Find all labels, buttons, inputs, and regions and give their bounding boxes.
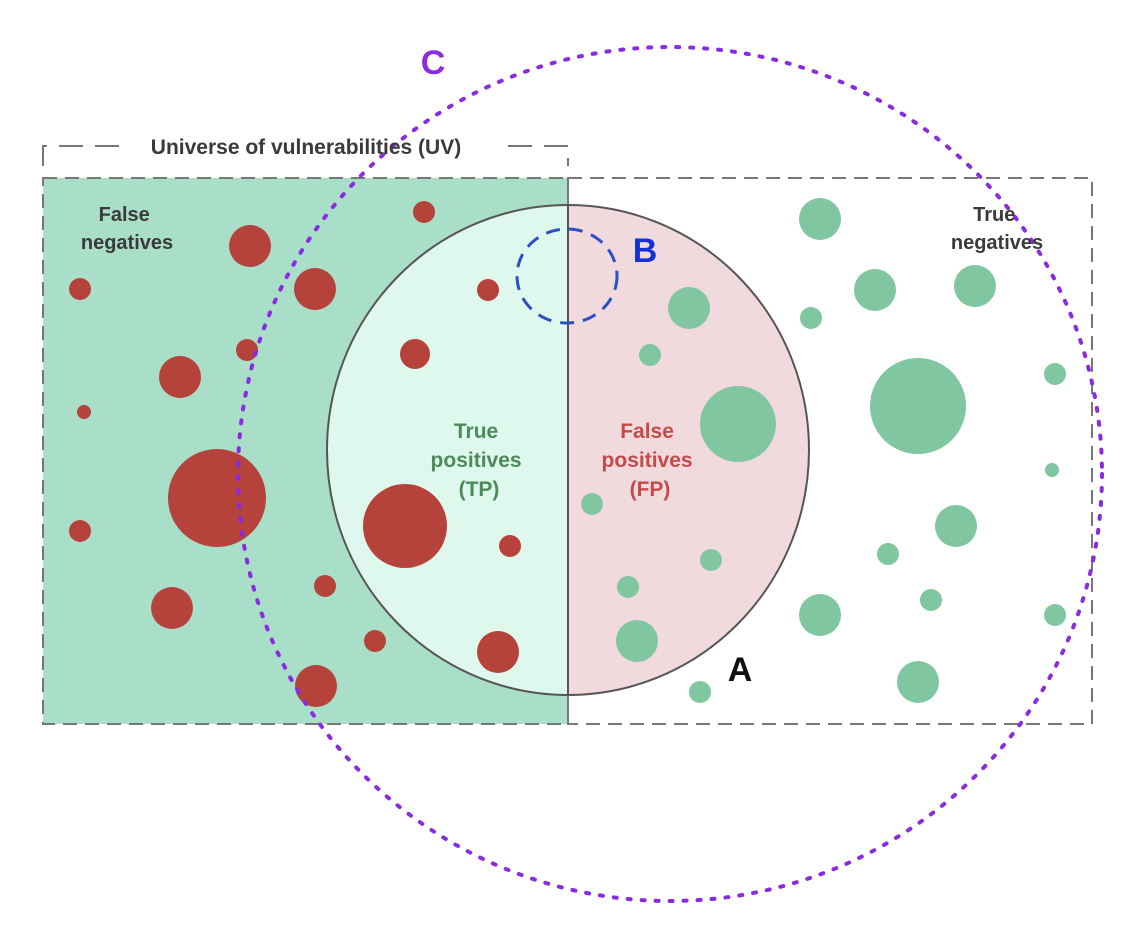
red-dot <box>400 339 430 369</box>
marker-b: B <box>633 232 658 270</box>
red-dot <box>159 356 201 398</box>
green-dot <box>1045 463 1059 477</box>
green-dot <box>897 661 939 703</box>
false-negatives-label: False negatives <box>81 204 173 254</box>
red-dot <box>499 535 521 557</box>
red-dot <box>236 339 258 361</box>
red-dot <box>168 449 266 547</box>
green-dot <box>639 344 661 366</box>
green-dot <box>668 287 710 329</box>
red-dot <box>69 278 91 300</box>
red-dot <box>295 665 337 707</box>
true-positives-half <box>327 205 568 695</box>
green-dot <box>700 549 722 571</box>
true-negatives-box <box>567 177 1093 725</box>
false-positives-label: False positives (FP) <box>602 420 699 501</box>
green-dot <box>1044 363 1066 385</box>
red-dot <box>477 279 499 301</box>
circle-b <box>515 227 619 325</box>
green-dot <box>877 543 899 565</box>
green-dot <box>689 681 711 703</box>
marker-c: C <box>421 44 446 82</box>
circle-c <box>236 45 1104 903</box>
red-dot <box>294 268 336 310</box>
green-dot <box>870 358 966 454</box>
green-dot <box>800 307 822 329</box>
green-dot <box>935 505 977 547</box>
green-dot <box>616 620 658 662</box>
green-dot <box>700 386 776 462</box>
green-dot <box>799 198 841 240</box>
red-dot <box>77 405 91 419</box>
red-dot <box>364 630 386 652</box>
green-dot <box>920 589 942 611</box>
red-dot <box>229 225 271 267</box>
true-positives-label: True positives (TP) <box>431 420 528 501</box>
red-dot <box>363 484 447 568</box>
universe-label: Universe of vulnerabilities (UV) <box>151 136 461 159</box>
green-dot <box>799 594 841 636</box>
green-dot <box>581 493 603 515</box>
red-dot <box>151 587 193 629</box>
green-dot <box>1044 604 1066 626</box>
false-positives-half <box>568 205 809 695</box>
red-dot <box>314 575 336 597</box>
green-dot <box>617 576 639 598</box>
universe-bracket <box>42 145 569 166</box>
green-dot <box>854 269 896 311</box>
true-negatives-label: True negatives <box>951 204 1043 254</box>
red-dot <box>69 520 91 542</box>
green-dots <box>581 198 1066 703</box>
red-dot <box>413 201 435 223</box>
red-dot <box>477 631 519 673</box>
marker-a: A <box>728 651 753 689</box>
green-dot <box>954 265 996 307</box>
